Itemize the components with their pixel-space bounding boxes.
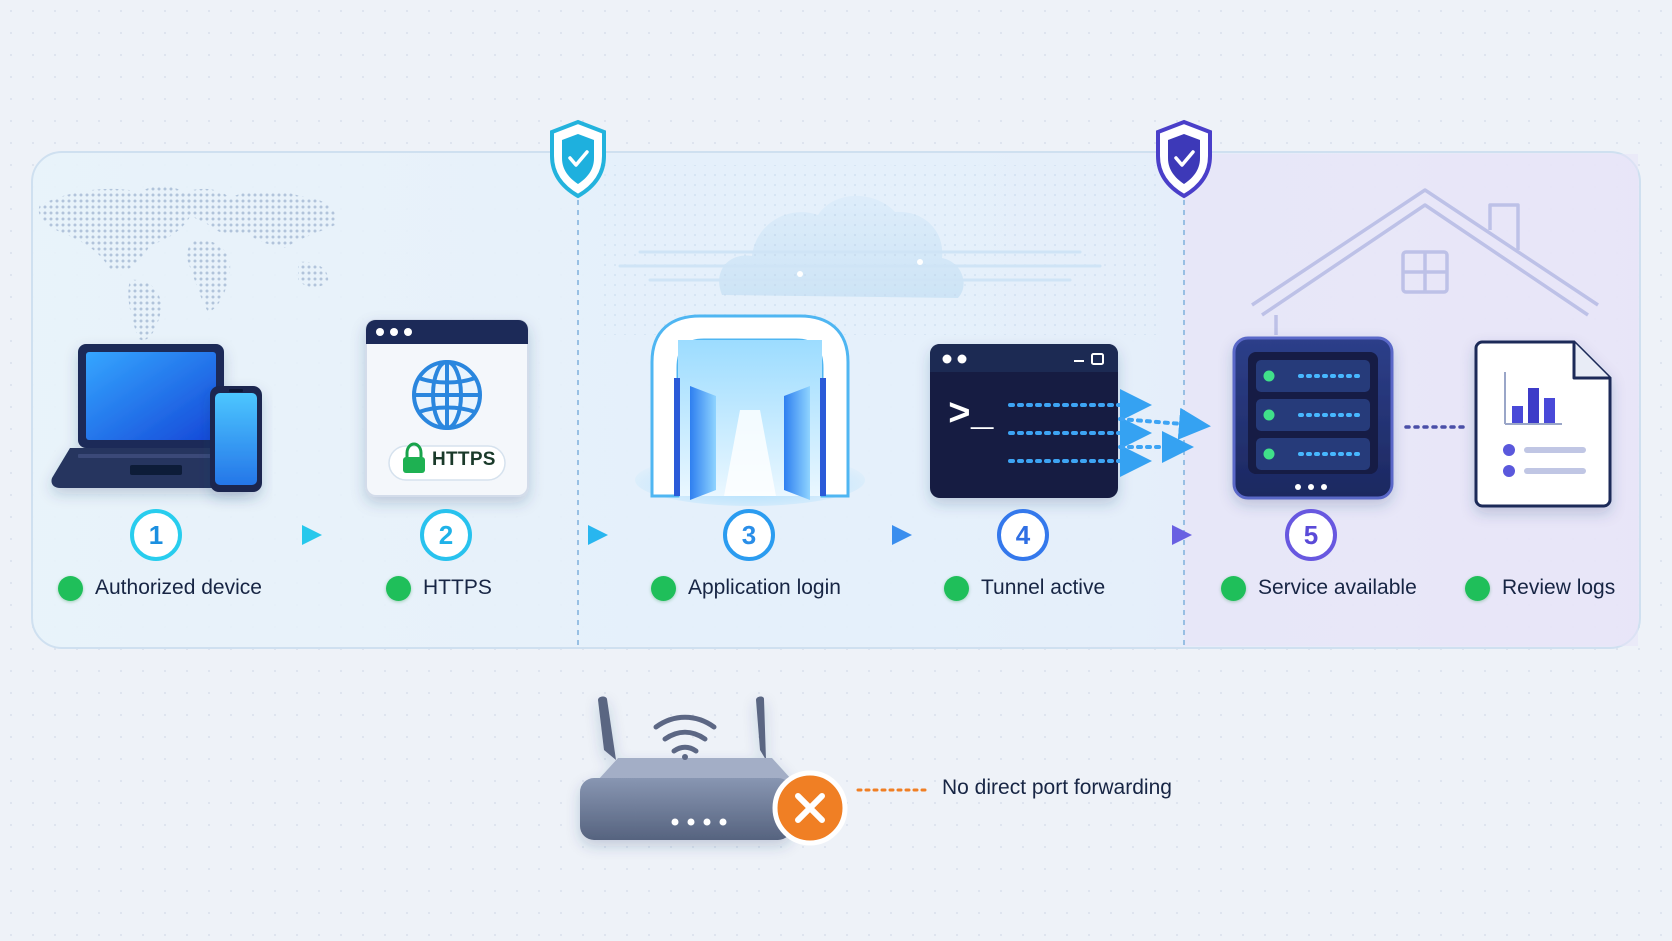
terminal-icon: >_ — [930, 344, 1118, 498]
status-dot — [651, 575, 676, 601]
status-dot — [58, 575, 83, 601]
review-logs-label-text: Review logs — [1502, 576, 1616, 599]
review-logs-label: Review logs — [1465, 572, 1615, 604]
laptop-icon — [51, 344, 251, 488]
house-icon — [1251, 188, 1599, 335]
shield-check-icon — [550, 119, 606, 199]
step-1-label-text: Authorized device — [95, 576, 262, 599]
wifi-icon — [653, 714, 717, 760]
cloud-icon — [618, 195, 1102, 298]
step-4-label: Tunnel active — [944, 572, 1105, 604]
world-map-icon — [38, 186, 336, 341]
step-circles — [130, 509, 1337, 561]
step-4-label-text: Tunnel active — [981, 576, 1106, 599]
phone-icon — [210, 386, 262, 492]
step-3-label-text: Application login — [688, 576, 841, 599]
status-dot — [386, 575, 411, 601]
blocked-x-icon — [772, 770, 848, 846]
step-1-label: Authorized device — [58, 572, 262, 604]
step-2-label: HTTPS — [386, 572, 492, 604]
shield-check-icon — [1156, 119, 1212, 199]
step-3-circle — [723, 509, 775, 561]
status-dot — [1221, 575, 1246, 601]
zone-dividers — [577, 190, 1185, 648]
step-4-circle — [997, 509, 1049, 561]
router-note: No direct port forwarding — [942, 776, 1172, 799]
report-document-icon — [1474, 340, 1612, 508]
step-5-circle — [1285, 509, 1337, 561]
step-5-label: Service available — [1221, 572, 1417, 604]
status-dot — [944, 575, 969, 601]
gateway-door-icon — [635, 314, 865, 506]
status-dot — [1465, 575, 1490, 601]
step-5-label-text: Service available — [1258, 576, 1417, 599]
router-icon — [580, 696, 792, 840]
step-2-label-text: HTTPS — [423, 576, 492, 599]
step-1-circle — [130, 509, 182, 561]
step-3-label: Application login — [651, 572, 841, 604]
globe-icon — [412, 360, 482, 430]
tunnel-traffic-arrows — [1008, 389, 1211, 477]
server-rack-icon — [1232, 336, 1394, 500]
lock-icon — [403, 442, 425, 473]
step-2-circle — [420, 509, 472, 561]
terminal-prompt: >_ — [948, 394, 994, 437]
https-badge-label: HTTPS — [432, 449, 496, 470]
